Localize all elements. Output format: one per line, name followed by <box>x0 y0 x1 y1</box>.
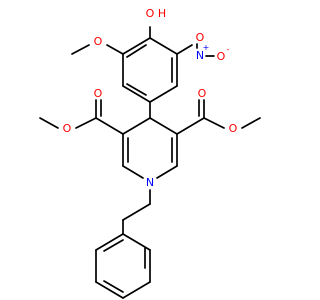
left-ester-group <box>39 99 124 135</box>
nitro-oxygen-charge: - <box>227 45 230 54</box>
ring-nitrogen: N <box>146 176 154 189</box>
phenyl-ring <box>95 233 151 299</box>
nitro-nitrogen: N <box>196 49 204 62</box>
nitro-oxygen-top: O <box>196 31 205 44</box>
nitro-nitrogen-charge: + <box>203 43 210 52</box>
nitro-bond <box>176 44 193 55</box>
methoxy-oxygen: O <box>94 35 103 48</box>
methoxy-methyl-bond <box>71 44 90 55</box>
molecule-structure: O H O N + O O - N O O O O <box>39 7 261 299</box>
right-ester-group <box>176 99 261 135</box>
left-ester-carbonyl-oxygen: O <box>94 87 103 100</box>
dihydropyridine-ring <box>122 117 178 179</box>
right-ester-ether-oxygen: O <box>229 122 238 135</box>
phenethyl-chain <box>122 189 151 235</box>
methoxy-bond <box>106 44 124 55</box>
molecule-canvas: O H O N + O O - N O O O O <box>39 7 261 299</box>
left-ester-ether-oxygen: O <box>63 122 72 135</box>
nitro-oxygen-right: O <box>217 50 226 63</box>
hydroxyl-hydrogen: H <box>158 7 166 20</box>
nitro-phenol-ring <box>122 37 178 103</box>
hydroxyl-oxygen: O <box>146 7 155 20</box>
right-ester-carbonyl-oxygen: O <box>198 87 207 100</box>
